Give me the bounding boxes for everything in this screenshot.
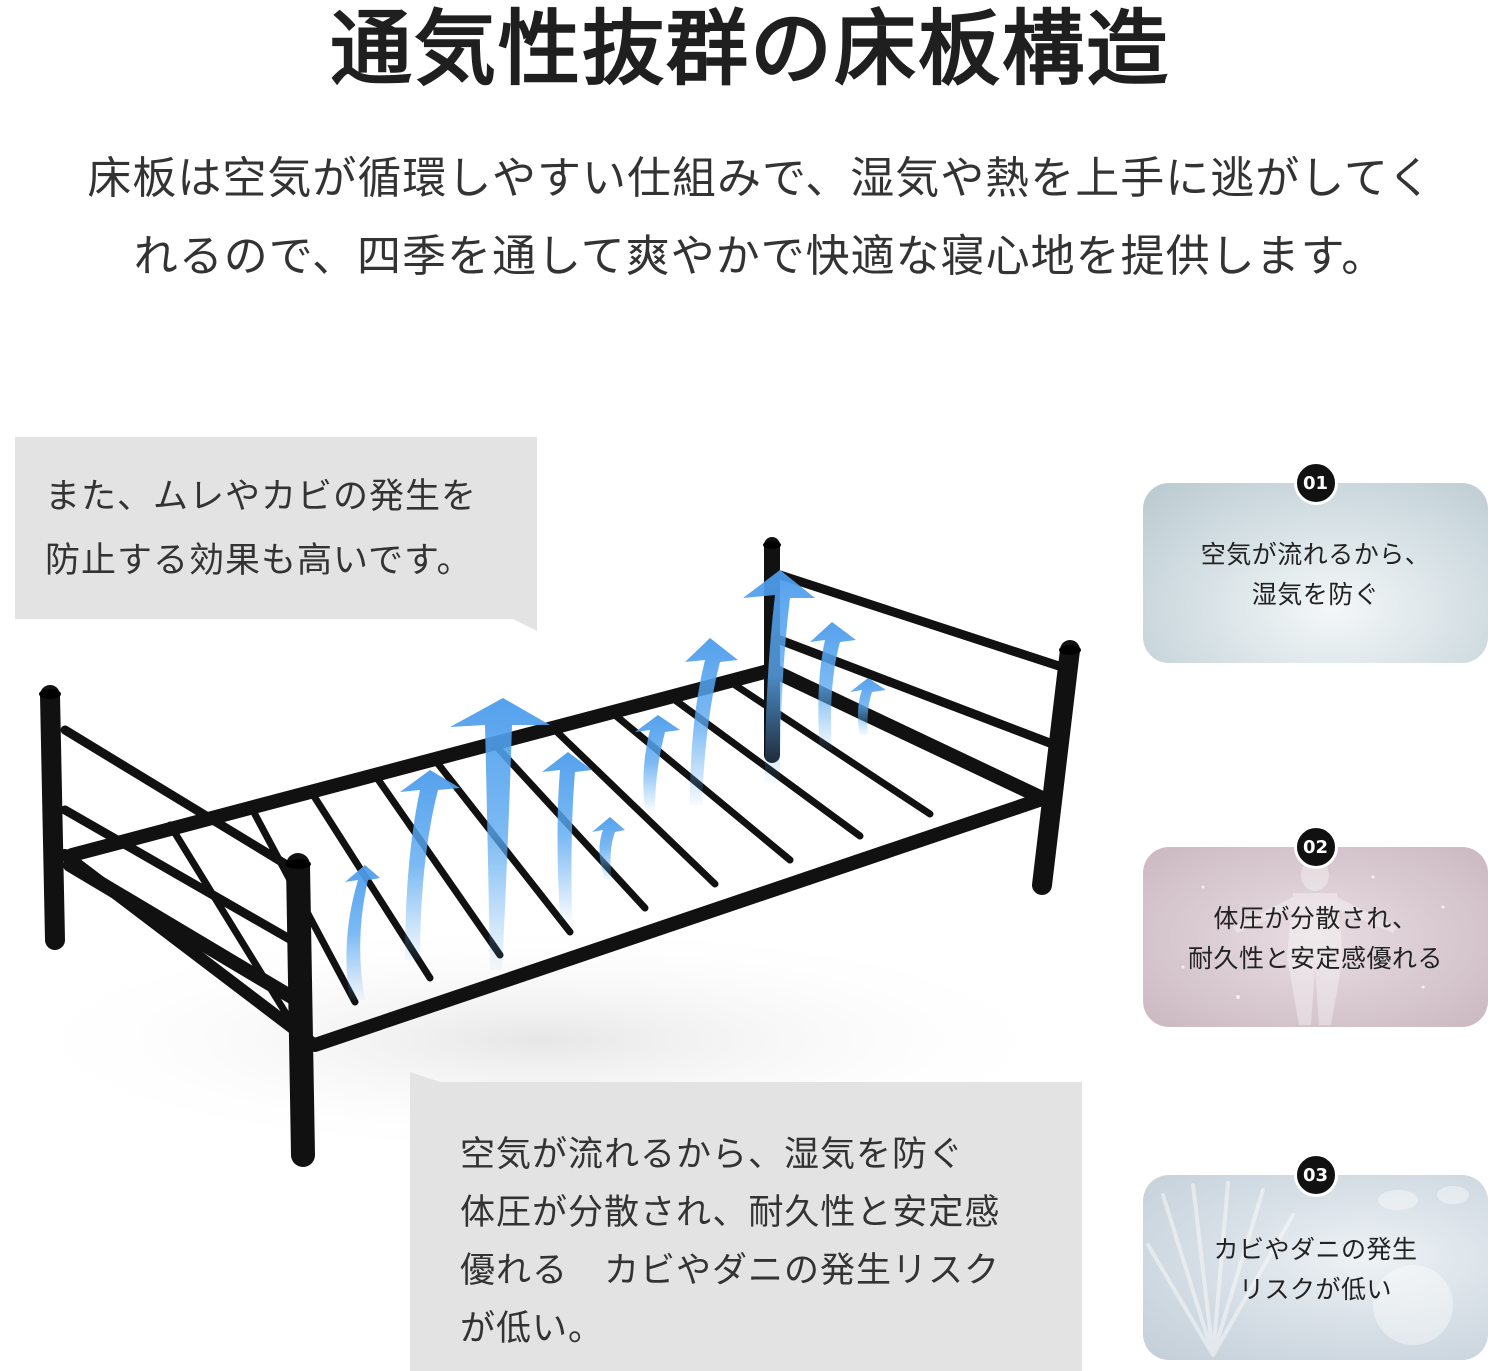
- feature-line: 耐久性と安定感優れる: [1187, 944, 1443, 973]
- number-badge: 02: [1293, 825, 1338, 869]
- feature-line: 体圧が分散され、: [1213, 904, 1418, 933]
- callout-bottom-line: が低い。: [460, 1309, 605, 1349]
- feature-line: 湿気を防ぐ: [1251, 580, 1380, 609]
- body-silhouette-background: [1143, 847, 1488, 1027]
- feature-line: 空気が流れるから、: [1200, 540, 1431, 569]
- number-badge: 03: [1293, 1153, 1338, 1197]
- feature-card-01: 01 空気が流れるから、 湿気を防ぐ: [1143, 461, 1488, 663]
- callout-top: また、ムレやカビの発生を 防止する効果も高いです。: [15, 437, 537, 631]
- callout-top-line: また、ムレやカビの発生を: [45, 477, 478, 517]
- intro-line: れるので、四季を通して爽やかで快適な寝心地を提供します。: [133, 231, 1387, 282]
- airflow-arrows-icon: [345, 570, 886, 1000]
- callout-bottom: 空気が流れるから、湿気を防ぐ 体圧が分散され、耐久性と安定感 優れる カビやダニ…: [410, 1072, 1082, 1371]
- page-title: 通気性抜群の床板構造: [329, 2, 1170, 97]
- intro-text: 床板は空気が循環しやすい仕組みで、湿気や熱を上手に逃がしてく れるので、四季を通…: [30, 140, 1490, 296]
- bed-frame-image: [20, 537, 1081, 1167]
- body-silhouette-icon: [1181, 859, 1445, 1025]
- callout-bottom-line: 優れる カビやダニの発生リスク: [460, 1251, 1001, 1291]
- callout-bottom-line: 体圧が分散され、耐久性と安定感: [460, 1193, 1001, 1233]
- microbes-icon: [1146, 1181, 1469, 1357]
- callout-top-line: 防止する効果も高いです。: [45, 541, 473, 581]
- number-badge: 01: [1293, 461, 1338, 505]
- feature-line: カビやダニの発生: [1213, 1234, 1418, 1264]
- feature-card-02: 02 体圧が分散され、 耐久性と安定感優れる: [1143, 825, 1488, 1027]
- bed-frame: [40, 537, 1080, 1167]
- feature-card-03: 03 カビやダニの発生 リスクが低い: [1143, 1153, 1488, 1360]
- mist-background: [1143, 483, 1488, 663]
- intro-line: 床板は空気が循環しやすい仕組みで、湿気や熱を上手に逃がしてく: [87, 153, 1433, 204]
- feature-line: リスクが低い: [1238, 1274, 1392, 1304]
- post-caps: [39, 541, 1081, 869]
- microbes-background: [1143, 1175, 1488, 1360]
- callout-bottom-line: 空気が流れるから、湿気を防ぐ: [460, 1135, 965, 1175]
